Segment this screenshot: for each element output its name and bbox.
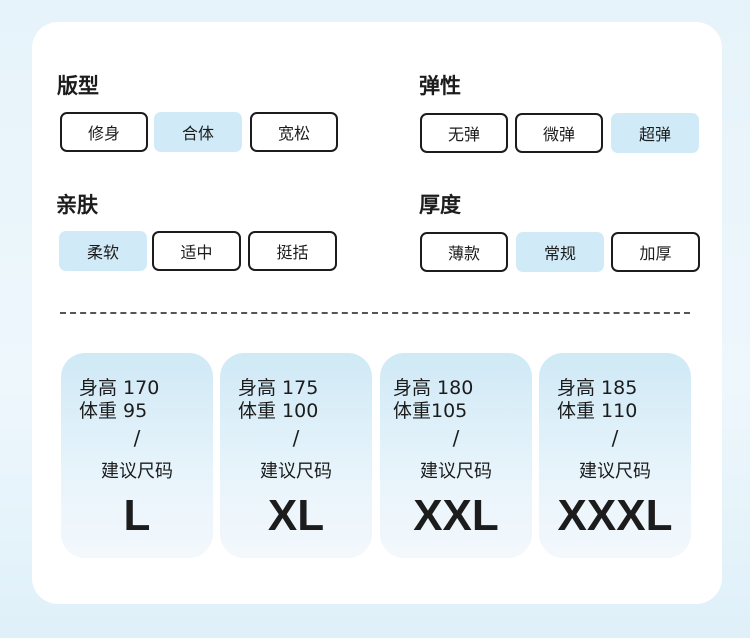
attr-title-fit: 版型 <box>57 74 99 98</box>
option-fit-loose[interactable]: 宽松 <box>250 112 338 152</box>
option-stretch-none[interactable]: 无弹 <box>420 113 508 153</box>
recommend-label: 建议尺码 <box>101 461 173 482</box>
size-card-xl: 身高 175 体重 100 / 建议尺码 XL <box>220 353 372 558</box>
option-skin-stiff[interactable]: 挺括 <box>248 231 337 271</box>
height-label: 身高 185 <box>557 377 638 399</box>
option-thickness-thick[interactable]: 加厚 <box>611 232 700 272</box>
weight-label: 体重 95 <box>79 400 148 422</box>
slash: / <box>292 426 300 450</box>
size-card-l: 身高 170 体重 95 / 建议尺码 L <box>61 353 213 558</box>
option-fit-regular[interactable]: 合体 <box>154 112 242 152</box>
size-card-xxl: 身高 180 体重105 / 建议尺码 XXL <box>380 353 532 558</box>
weight-label: 体重105 <box>393 400 468 422</box>
height-label: 身高 170 <box>79 377 160 399</box>
option-thickness-thin[interactable]: 薄款 <box>420 232 508 272</box>
attr-title-skin: 亲肤 <box>56 193 98 217</box>
height-label: 身高 175 <box>238 377 319 399</box>
option-thickness-regular[interactable]: 常规 <box>516 232 604 272</box>
option-stretch-slight[interactable]: 微弹 <box>515 113 603 153</box>
recommend-label: 建议尺码 <box>579 461 651 482</box>
option-skin-medium[interactable]: 适中 <box>152 231 241 271</box>
size-value: XL <box>267 491 325 540</box>
size-value: L <box>123 491 151 540</box>
height-label: 身高 180 <box>393 377 474 399</box>
slash: / <box>133 426 141 450</box>
option-stretch-super[interactable]: 超弹 <box>611 113 699 153</box>
recommend-label: 建议尺码 <box>420 461 492 482</box>
size-value: XXXL <box>557 491 673 540</box>
slash: / <box>452 426 460 450</box>
divider <box>60 312 690 314</box>
option-skin-soft[interactable]: 柔软 <box>59 231 147 271</box>
weight-label: 体重 110 <box>557 400 638 422</box>
size-card-xxxl: 身高 185 体重 110 / 建议尺码 XXXL <box>539 353 691 558</box>
attr-title-thickness: 厚度 <box>419 193 461 217</box>
attr-title-stretch: 弹性 <box>419 74 461 98</box>
slash: / <box>611 426 619 450</box>
recommend-label: 建议尺码 <box>260 461 332 482</box>
size-value: XXL <box>413 491 499 540</box>
weight-label: 体重 100 <box>238 400 319 422</box>
option-fit-slim[interactable]: 修身 <box>60 112 148 152</box>
